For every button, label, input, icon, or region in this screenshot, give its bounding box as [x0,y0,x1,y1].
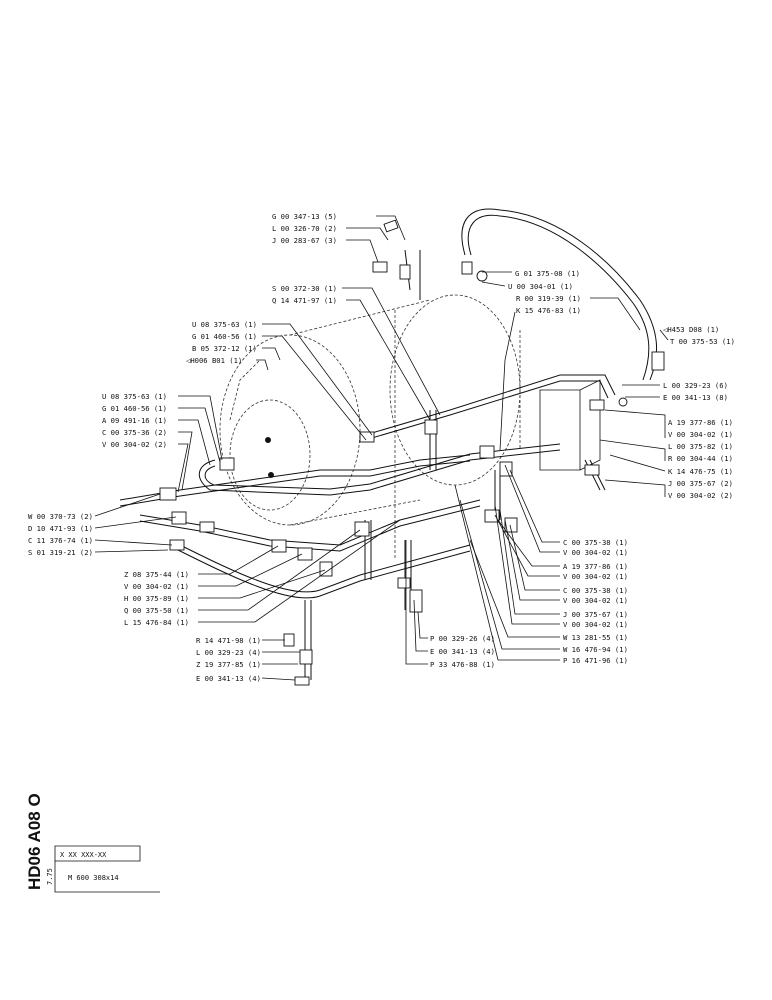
labels-top-group: G 00 347-13 (5) L 00 326-70 (2) J 00 283… [186,212,337,365]
part-label: P 33 476-88 (1) [430,660,495,669]
part-label: G 00 347-13 (5) [272,212,337,221]
part-label: W 13 281-55 (1) [563,633,628,642]
part-label: G 01 375-08 (1) [515,269,580,278]
drawing-code-vertical: HD06 A08 O [25,793,44,890]
part-label: E 00 341-13 (8) [663,393,728,402]
part-label: V 00 304-02 (1) [668,430,733,439]
part-label: E 00 341-13 (4) [196,674,261,683]
part-label: A 09 491-16 (1) [102,416,167,425]
part-label: D 10 471-93 (1) [28,524,93,533]
part-label: R 14 471-98 (1) [196,636,261,645]
part-label: C 00 375-38 (1) [563,538,628,547]
part-label: Q 14 471-97 (1) [272,296,337,305]
part-label: V 00 304-02 (1) [124,582,189,591]
part-label: U 08 375-63 (1) [192,320,257,329]
part-label: ◁H453 D08 (1) [663,325,719,334]
part-label: J 00 375-67 (2) [668,479,733,488]
part-label: L 00 326-70 (2) [272,224,337,233]
part-label: Z 08 375-44 (1) [124,570,189,579]
part-label: W 16 476-94 (1) [563,645,628,654]
part-label: S 01 319-21 (2) [28,548,93,557]
reference-code: X XX XXX-XX [60,851,107,859]
part-label: L 00 329-23 (6) [663,381,728,390]
part-label: A 19 377-86 (1) [668,418,733,427]
part-label: W 00 370-73 (2) [28,512,93,521]
part-label: P 00 329-26 (4) [430,634,495,643]
labels-bottom-left-group: Z 08 375-44 (1) V 00 304-02 (1) H 00 375… [124,570,189,627]
part-label: G 01 460-56 (1) [102,404,167,413]
part-label: R 00 304-44 (1) [668,454,733,463]
part-label: A 19 377-86 (1) [563,562,628,571]
part-label: K 14 476-75 (1) [668,467,733,476]
part-label: L 00 375-82 (1) [668,442,733,451]
part-label: V 00 304-02 (1) [563,596,628,605]
model-designation: M 600 308x14 [68,874,119,882]
part-label: V 00 304-02 (2) [102,440,167,449]
tank-outlines [219,294,521,560]
part-label: C 11 376-74 (1) [28,536,93,545]
part-label: R 00 319-39 (1) [516,294,581,303]
part-label: U 08 375-63 (1) [102,392,167,401]
part-label: V 00 304-02 (1) [563,620,628,629]
part-label: S 00 372-30 (1) [272,284,337,293]
labels-bottom-center-group: R 14 471-98 (1) L 00 329-23 (4) Z 19 377… [196,634,495,683]
part-label: P 16 471-96 (1) [563,656,628,665]
part-label: U 00 304-01 (1) [508,282,573,291]
part-label: H 00 375-89 (1) [124,594,189,603]
part-label: ◁H006 B01 (1) [186,356,242,365]
part-label: Z 19 377-85 (1) [196,660,261,669]
part-label: J 00 375-67 (1) [563,610,628,619]
part-label: T 00 375-53 (1) [670,337,735,346]
title-block: HD06 A08 O 7.75 X XX XXX-XX M 600 308x14 [25,793,160,893]
part-label: K 15 476-83 (1) [516,306,581,315]
part-label: V 00 304-02 (2) [668,491,733,500]
labels-top-right-group: G 01 375-08 (1) U 00 304-01 (1) R 00 319… [508,269,581,315]
part-label: C 00 375-38 (1) [563,586,628,595]
part-label: C 00 375-36 (2) [102,428,167,437]
part-label: B 05 372-12 (1) [192,344,257,353]
part-label: G 01 460-56 (1) [192,332,257,341]
part-label: V 00 304-02 (1) [563,572,628,581]
part-label: V 00 304-02 (1) [563,548,628,557]
part-label: L 15 476-84 (1) [124,618,189,627]
part-label: J 00 283-67 (3) [272,236,337,245]
labels-bottom-right-group: C 00 375-38 (1) V 00 304-02 (1) A 19 377… [563,538,628,665]
fittings [159,219,665,686]
part-label: Q 00 375-50 (1) [124,606,189,615]
labels-left-group: U 08 375-63 (1) G 01 460-56 (1) A 09 491… [28,392,167,557]
part-label: L 00 329-23 (4) [196,648,261,657]
labels-right-group: ◁H453 D08 (1) T 00 375-53 (1) L 00 329-2… [663,325,735,500]
drawing-date: 7.75 [46,868,54,885]
leader-lines [94,215,669,681]
part-label: E 00 341-13 (4) [430,647,495,656]
